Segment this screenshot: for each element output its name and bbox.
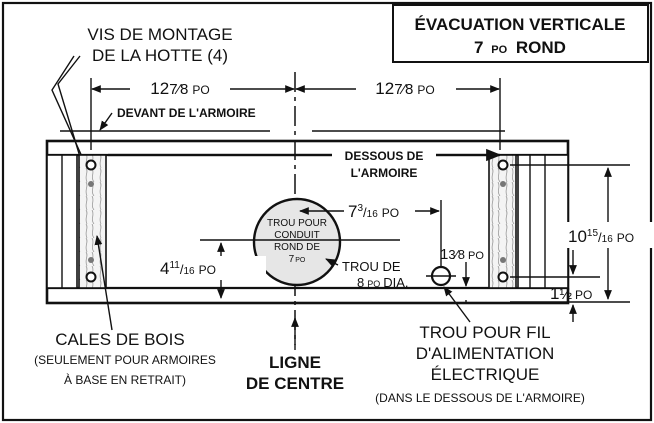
screw-right-bottom <box>500 257 506 263</box>
dim-bottom-whole: 1 <box>550 284 559 303</box>
dim-right-label-bg <box>356 76 456 98</box>
dim-left-fraction: 7⁄8 <box>169 81 188 98</box>
wire-hole-note: (DANS LE DESSOUS DE L'ARMOIRE) <box>375 391 585 405</box>
hole8-unit: PO <box>367 279 380 289</box>
wood-shims-note-line2: À BASE EN RETRAIT) <box>64 372 186 387</box>
hole8-number: 8 <box>357 275 364 290</box>
dim-tall-label-bg <box>565 222 653 248</box>
mounting-screws-label-line1: VIS DE MONTAGE <box>87 25 232 44</box>
dim-v-whole: 4 <box>160 259 169 278</box>
dim-small-fraction: 3⁄8 <box>448 247 465 262</box>
dim-v-denominator: 16 <box>183 266 195 277</box>
dim-right-unit: PO <box>417 83 434 97</box>
dim-tall-unit: PO <box>617 231 634 245</box>
dim-small-unit: PO <box>468 250 484 262</box>
wire-hole-label-line3: ÉLECTRIQUE <box>431 365 540 384</box>
wood-shims-note-line1: (SEULEMENT POUR ARMOIRES <box>34 353 216 367</box>
wire-hole-label-line1: TROU POUR FIL <box>419 323 550 342</box>
hole8-label-line1: TROU DE <box>342 259 401 274</box>
wood-shims-label: CALES DE BOIS <box>55 330 184 349</box>
title-line2-rest: ROND <box>516 38 566 57</box>
dim-tall-whole: 10 <box>568 227 587 246</box>
dim-tall-denominator: 16 <box>602 234 614 245</box>
screw-right-top-2 <box>500 181 506 187</box>
title-box <box>392 4 649 63</box>
dim-h-slash: / <box>363 205 367 220</box>
dim-right-whole: 12 <box>375 79 394 98</box>
screw-right-bottom-2 <box>497 271 509 283</box>
dim-h-numerator: 3 <box>357 203 363 214</box>
hole8-leader <box>325 258 339 267</box>
screw-left-top-2 <box>88 181 94 187</box>
dim-tall-numerator: 15 <box>587 228 599 239</box>
cabinet-front-label: DEVANT DE L'ARMOIRE <box>117 106 256 120</box>
dim-left-label-bg <box>130 76 230 98</box>
shims-leader-line <box>94 235 113 331</box>
cabinet-front-arrow <box>99 112 113 131</box>
dim-vertical-offset-label: 411/16 PO <box>160 259 216 278</box>
cabinet-underside-label-line2: L'ARMOIRE <box>351 166 418 180</box>
dim-h-whole: 7 <box>348 202 357 221</box>
right-side-panel <box>517 154 569 289</box>
title-line1: ÉVACUATION VERTICALE <box>415 15 626 34</box>
dim-right-width-label: 127⁄8 PO <box>375 79 434 98</box>
screw-leader-line-upper <box>51 55 89 171</box>
duct-hole-label-line1: TROU POUR <box>267 218 327 229</box>
duct-hole-size: 7 <box>289 254 295 265</box>
duct-hole-label-line4: 7PO <box>289 254 306 265</box>
wire-hole-label-line2: D'ALIMENTATION <box>416 344 555 363</box>
dim-right-fraction: 7⁄8 <box>394 81 413 98</box>
wire-hole-leader <box>443 286 471 323</box>
dim-bottom-unit: PO <box>575 288 592 302</box>
duct-hole-circle <box>252 197 342 287</box>
center-line-label-line1: LIGNE <box>269 353 321 372</box>
dim-v-slash: / <box>180 262 184 277</box>
dim-vertical-label-bg <box>156 256 266 280</box>
duct-hole-label-line3: ROND DE <box>274 242 320 253</box>
right-wood-shim <box>488 154 517 289</box>
screw-left-bottom-2 <box>85 271 97 283</box>
dim-v-numerator: 11 <box>169 260 180 271</box>
dim-left-whole: 12 <box>150 79 169 98</box>
dim-v-unit: PO <box>199 263 216 277</box>
under-label-bg <box>332 147 436 181</box>
mounting-screws-label-line2: DE LA HOTTE (4) <box>92 46 228 65</box>
title-line2: 7 PO ROND <box>474 38 566 57</box>
dim-bottom-fraction: ½ <box>559 286 572 303</box>
dim-h-unit: PO <box>382 206 399 220</box>
screw-left-bottom <box>88 257 94 263</box>
title-line2-number: 7 <box>474 38 483 57</box>
duct-hole-unit: PO <box>295 257 306 264</box>
duct-hole-label-line2: CONDUIT <box>274 230 320 241</box>
screw-left-top <box>85 159 97 171</box>
dim-small-whole: 1 <box>440 246 448 263</box>
title-line2-unit: PO <box>491 44 507 56</box>
dim-left-unit: PO <box>192 83 209 97</box>
cabinet-underside-label-line1: DESSOUS DE <box>345 149 424 163</box>
dim-left-width-label: 127⁄8 PO <box>150 79 209 98</box>
dim-tall-slash: / <box>598 230 602 245</box>
screw-right-top <box>497 159 509 171</box>
hole8-dia: DIA. <box>383 275 408 290</box>
dim-h-denominator: 16 <box>367 209 379 220</box>
center-line-label-line2: DE CENTRE <box>246 374 344 393</box>
